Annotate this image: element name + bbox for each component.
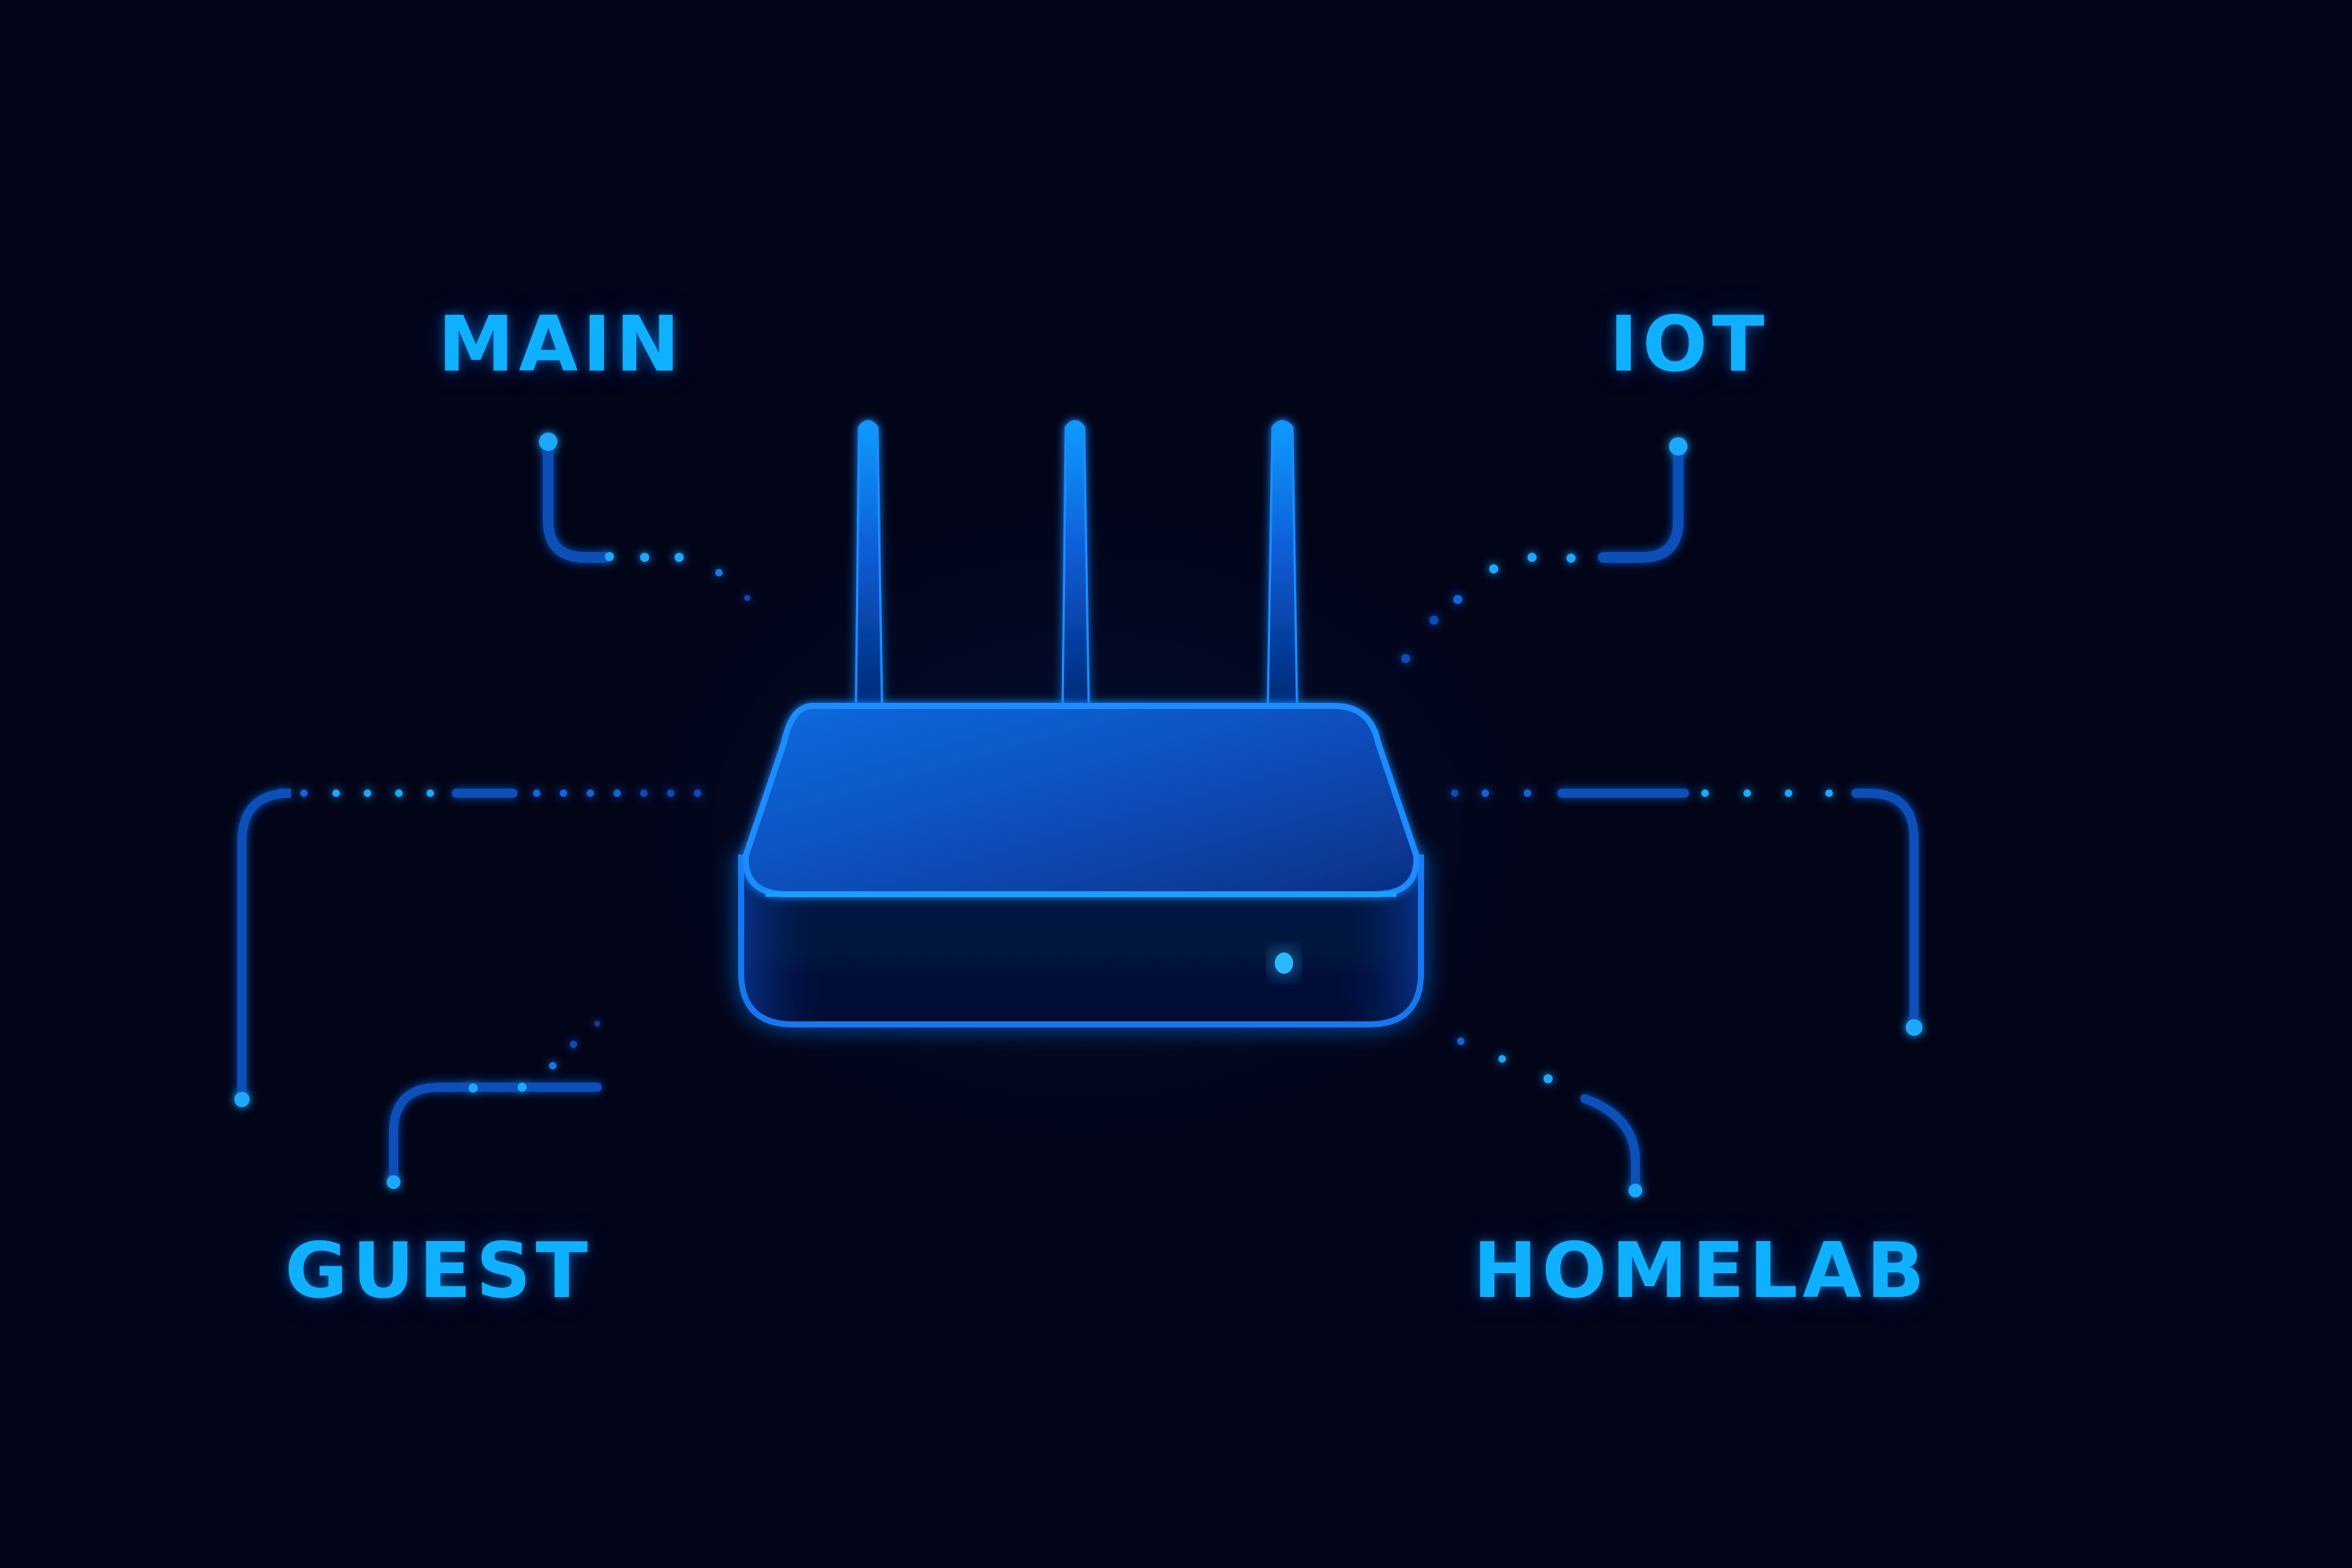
status-led-icon	[1275, 952, 1293, 974]
connector-guest	[387, 1021, 602, 1189]
router-icon	[738, 420, 1424, 1027]
connector-homelab	[1457, 1037, 1642, 1197]
segment-label-guest: GUEST	[285, 1226, 593, 1315]
connector-iot	[1401, 437, 1687, 663]
connector-right-branch	[1451, 789, 1922, 1036]
segment-label-homelab: HOMELAB	[1473, 1226, 1929, 1315]
antenna-icon	[1061, 420, 1090, 706]
segment-label-main: MAIN	[438, 299, 684, 389]
segment-label-iot: IOT	[1609, 299, 1769, 389]
antenna-icon	[1266, 420, 1298, 706]
antenna-icon	[854, 420, 884, 706]
connector-left-branch	[234, 789, 701, 1107]
connector-main	[539, 433, 750, 601]
